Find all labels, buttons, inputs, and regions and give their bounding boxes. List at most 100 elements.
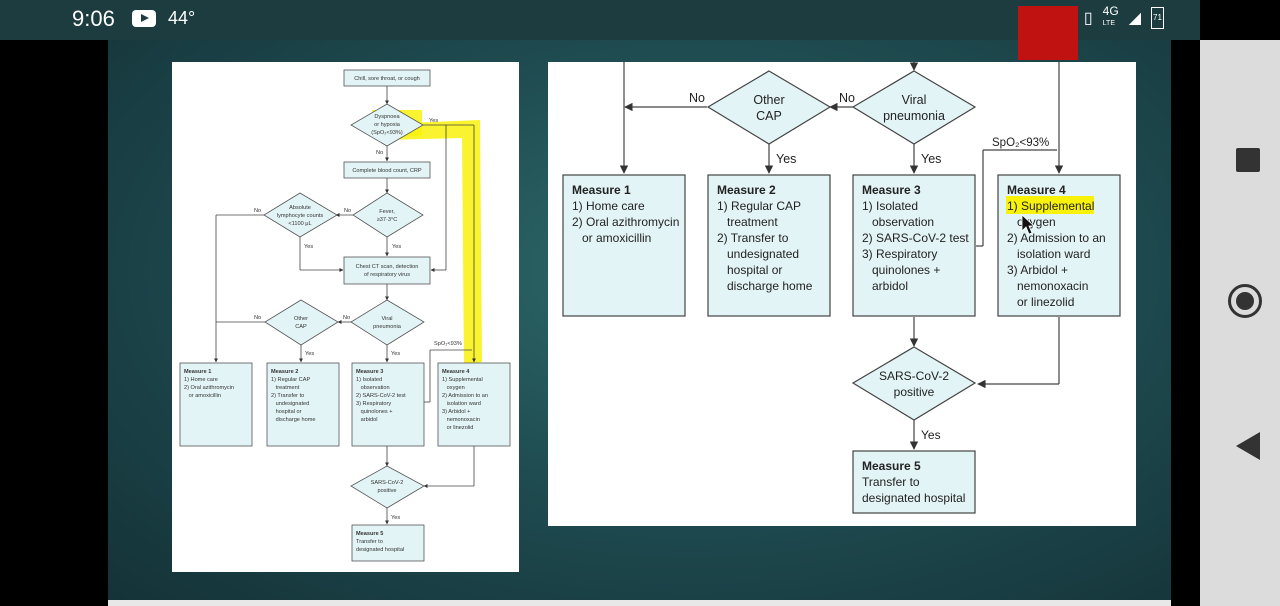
svg-text:or amoxicillin: or amoxicillin (184, 393, 221, 399)
svg-text:treatment: treatment (717, 215, 778, 229)
svg-text:Measure 3: Measure 3 (356, 369, 383, 375)
svg-text:1) Home care: 1) Home care (572, 199, 645, 213)
svg-text:designated hospital: designated hospital (356, 547, 404, 553)
start-box (343, 69, 431, 87)
svg-text:Viral: Viral (381, 316, 392, 322)
yellow-highlight-stroke (384, 120, 482, 364)
svg-text:isolation ward: isolation ward (1007, 247, 1090, 261)
svg-text:treatment: treatment (271, 385, 300, 391)
svg-text:2) Oral azithromycin: 2) Oral azithromycin (184, 385, 234, 391)
svg-text:lymphocyte counts: lymphocyte counts (277, 213, 324, 219)
back-button[interactable] (1236, 432, 1260, 460)
svg-text:Fever,: Fever, (379, 209, 395, 215)
svg-text:or hypoxia: or hypoxia (374, 122, 401, 128)
svg-text:Dyspnoea: Dyspnoea (374, 114, 400, 120)
svg-text:designated hospital: designated hospital (862, 491, 965, 505)
svg-text:Yes: Yes (391, 351, 400, 357)
svg-text:No: No (254, 315, 261, 321)
svg-text:Yes: Yes (921, 428, 941, 442)
navigation-bar (1200, 40, 1280, 606)
flowchart-thumbnail: Chill, sore throat, or cough Dyspnoea or… (172, 62, 519, 572)
svg-text:Measure 1: Measure 1 (184, 369, 211, 375)
measure4-box (437, 362, 511, 447)
measure2-title: Measure 2 (717, 183, 776, 197)
dyspnea-diamond (350, 103, 424, 147)
svg-text:Yes: Yes (305, 351, 314, 357)
start-label: Chill, sore throat, or cough (354, 76, 420, 82)
svg-text:Viral: Viral (902, 93, 927, 107)
svg-text:SARS-CoV-2: SARS-CoV-2 (371, 480, 404, 486)
measure3-title: Measure 3 (862, 183, 921, 197)
home-button[interactable] (1228, 284, 1262, 318)
svg-text:1) Isolated: 1) Isolated (862, 199, 918, 213)
signal-icon: ◢ (1128, 9, 1141, 27)
svg-text:arbidol: arbidol (356, 417, 377, 423)
svg-text:hospital or: hospital or (271, 409, 302, 415)
svg-text:(SpO₂<93%): (SpO₂<93%) (371, 130, 403, 136)
svg-text:quinolones +: quinolones + (356, 409, 393, 415)
measure3-box (351, 362, 425, 447)
svg-text:1) Regular CAP: 1) Regular CAP (717, 199, 801, 213)
measure5-box (852, 450, 976, 514)
cursor-icon (1021, 214, 1036, 235)
svg-text:Yes: Yes (776, 152, 796, 166)
svg-text:2) SARS-CoV-2 test: 2) SARS-CoV-2 test (356, 393, 406, 399)
temperature: 44° (168, 8, 196, 28)
svg-text:SpO₂<93%: SpO₂<93% (992, 137, 1049, 149)
measure1-title: Measure 1 (572, 183, 631, 197)
svg-text:Chest CT scan, detection: Chest CT scan, detection (356, 264, 419, 270)
measure5-box (351, 524, 425, 562)
svg-text:SARS-CoV-2: SARS-CoV-2 (879, 369, 949, 383)
recording-indicator (1018, 6, 1078, 60)
svg-text:CAP: CAP (295, 324, 307, 330)
video-progress-track[interactable] (108, 600, 1171, 606)
svg-text:pneumonia: pneumonia (373, 324, 402, 330)
svg-text:pneumonia: pneumonia (883, 109, 945, 123)
sars-cov-2-diamond (851, 346, 977, 421)
svg-text:Yes: Yes (304, 244, 313, 250)
svg-text:or linezolid: or linezolid (1007, 295, 1074, 309)
svg-text:Complete blood count, CRP: Complete blood count, CRP (352, 168, 422, 174)
svg-text:Transfer to: Transfer to (862, 475, 920, 489)
svg-text:1) Supplemental: 1) Supplemental (1007, 199, 1094, 213)
fever-diamond (352, 192, 424, 238)
svg-text:3) Arbidol +: 3) Arbidol + (1007, 263, 1068, 277)
svg-text:SpO₂<93%: SpO₂<93% (434, 341, 462, 347)
svg-text:nemonoxacin: nemonoxacin (442, 417, 480, 423)
svg-text:undesignated: undesignated (717, 247, 799, 261)
youtube-icon (132, 10, 156, 27)
svg-text:Measure 4: Measure 4 (442, 369, 470, 375)
svg-text:Yes: Yes (429, 118, 438, 124)
svg-text:Yes: Yes (921, 152, 941, 166)
measure3-box (852, 174, 976, 317)
svg-text:observation: observation (862, 215, 934, 229)
measure1-box (562, 174, 686, 317)
svg-text:positive: positive (378, 488, 397, 494)
svg-text:No: No (343, 315, 350, 321)
svg-text:discharge home: discharge home (271, 417, 315, 423)
svg-text:observation: observation (356, 385, 390, 391)
svg-text:isolation ward: isolation ward (442, 401, 481, 407)
vibrate-icon: ▯ (1083, 9, 1093, 27)
svg-text:1) Supplemental: 1) Supplemental (442, 377, 483, 383)
recents-button[interactable] (1236, 148, 1260, 172)
svg-text:≥37·3°C: ≥37·3°C (377, 217, 398, 223)
svg-text:3) Respiratory: 3) Respiratory (862, 247, 937, 261)
flowchart-zoomed: No No Other CAP Viral pneumonia Yes Yes … (548, 62, 1136, 526)
svg-text:arbidol: arbidol (862, 279, 908, 293)
svg-text:Other: Other (753, 93, 784, 107)
battery-icon: 71 (1151, 6, 1164, 29)
svg-text:No: No (689, 91, 705, 105)
svg-text:Yes: Yes (391, 515, 400, 521)
svg-text:undesignated: undesignated (271, 401, 309, 407)
measure5-title: Measure 5 (862, 459, 921, 473)
svg-text:Transfer to: Transfer to (356, 539, 383, 545)
svg-text:nemonoxacin: nemonoxacin (1007, 279, 1088, 293)
svg-text:Other: Other (294, 316, 308, 322)
svg-text:1) Regular CAP: 1) Regular CAP (271, 377, 310, 383)
svg-text:No: No (839, 91, 855, 105)
svg-text:CAP: CAP (756, 109, 782, 123)
svg-text:positive: positive (894, 385, 935, 399)
